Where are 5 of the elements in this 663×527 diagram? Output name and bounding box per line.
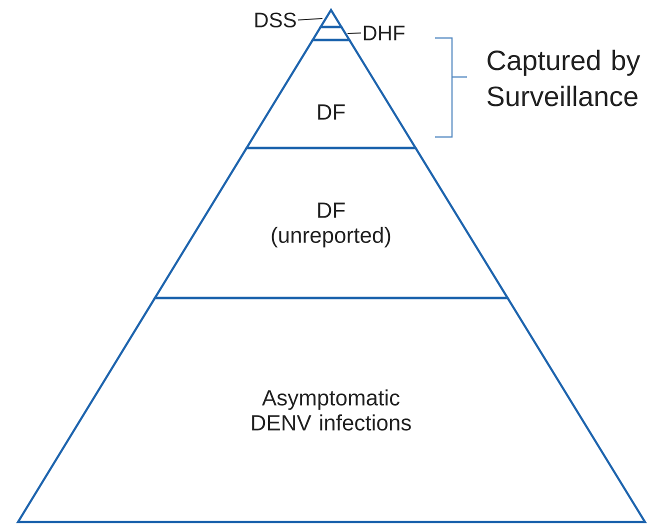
leader-line [298,18,323,20]
level-label: DSS [255,12,296,28]
bracket-label: Captured by Surveillance [487,50,640,106]
level-label: DHF [364,26,405,40]
leader-line [347,32,362,34]
